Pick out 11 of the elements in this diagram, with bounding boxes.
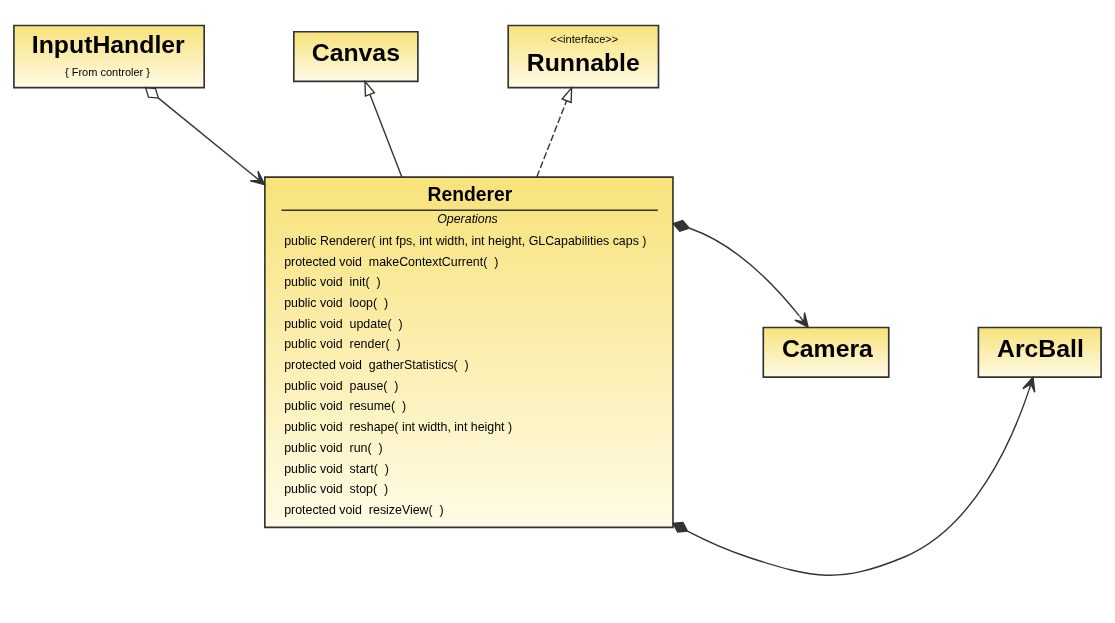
node-box: Canvas: [293, 30, 419, 82]
arrow: [144, 86, 266, 185]
arrow: [364, 79, 403, 178]
arrow: [671, 376, 1036, 576]
arrow: [536, 85, 573, 178]
node-box: <<interface>> Runnable: [507, 24, 660, 88]
node-box: Camera: [762, 326, 890, 378]
node-box: Renderer Operations public Renderer( int fps, int width, int height, GLCapabilities caps ) protected void makeContextCurrent( ) public void init( ) public void loop( ) public void update( ) public void render( ) protected void gatherStatistics( ) public void pause( ) public void resume( ) public void reshape( int width, int height ) public void run( ) public void start( ) public void stop( ) protected void resizeView( ): [264, 175, 674, 528]
node-box: ArcBall: [977, 326, 1102, 378]
node-box: InputHandler { From controler }: [13, 24, 205, 88]
arrow: [672, 219, 809, 328]
